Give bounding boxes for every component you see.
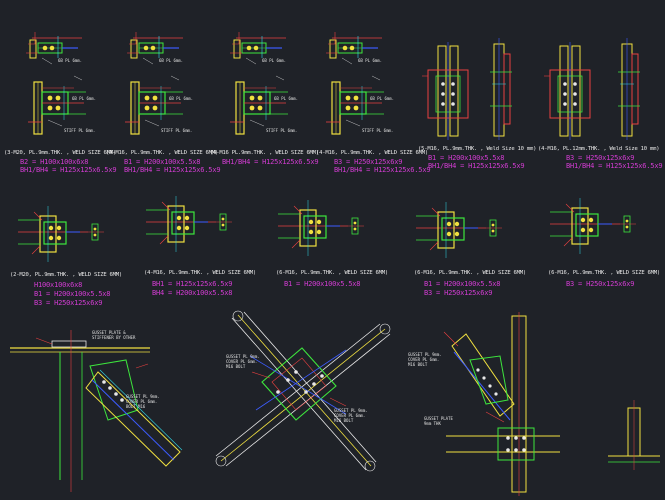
row1-detail-1 [25, 31, 87, 135]
row1-4-mid-note: 6B PL 6mm. [370, 96, 395, 101]
row3-left-top-note: GUSSET PLATE & STIFFENER BY OTHER [92, 330, 136, 340]
row2-detail-1 [17, 205, 105, 263]
row2-1-spec3: B3 = H250x125x6x9 [34, 299, 103, 307]
row1-right-1-spec2: BH1/BH4 = H125x125x6.5x9 [428, 162, 525, 170]
row1-1-spec2: BH1/BH4 = H125x125x6.5x9 [20, 166, 117, 174]
row1-detail-4 [325, 31, 385, 135]
row3-x-left-note: GUSSET PL 9mm. COVER PL 6mm. M16 BOLT [226, 354, 260, 369]
row1-1-mid-note: 6B PL 6mm. [72, 96, 97, 101]
row2-4-spec1: B1 = H200x100x5.5x8 [424, 280, 501, 288]
row1-4-caption: (4-M16, PL.9mm.THK. , WELD SIZE 6MM) [316, 150, 429, 156]
row1-2-caption: (4-M16, PL.9mm.THK. , WELD SIZE 6MM) [106, 150, 219, 156]
row1-right-1-caption: (5-M16, PL.9mm.THK. , Weld Size 10 mm) [418, 146, 537, 152]
row1-3-spec1: BH1/BH4 = H125x125x6.5x9 [222, 158, 319, 166]
row1-2-mid-note: 6B PL 6mm. [169, 96, 194, 101]
row2-1-caption: (2-M20, PL.9mm.THK. , WELD SIZE 6MM) [10, 272, 123, 278]
row2-4-spec2: B3 = H250x125x6x9 [424, 289, 493, 297]
row1-4-spec1: B3 = H250x125x6x9 [334, 158, 403, 166]
row1-splice-1 [421, 37, 513, 141]
row1-4-spec2: BH1/BH4 = H125x125x6.5x9 [334, 166, 431, 174]
row2-3-caption: (6-M16, PL.9mm.THK. , WELD SIZE 6MM) [276, 270, 389, 276]
row1-1-side-note: STIFF PL 6mm. [64, 128, 96, 133]
row1-3-caption: (4-M16 PL.9mm.THK. , WELD SIZE 6MM) [210, 150, 319, 156]
row2-2-spec2: BH4 = H200x100x5.5x8 [152, 289, 233, 297]
row1-detail-2 [124, 31, 184, 135]
row1-3-mid-note: 6B PL 6mm. [274, 96, 299, 101]
row2-5-spec1: B3 = H250x125x6x9 [566, 280, 635, 288]
row1-3-side-note: STIFF PL 6mm. [266, 128, 298, 133]
row2-detail-5 [549, 197, 637, 255]
row2-detail-2 [145, 195, 233, 253]
row1-2-top-note: 6B PL 6mm. [159, 58, 184, 63]
row3-base-detail [608, 400, 660, 470]
row1-2-spec2: BH1/BH4 = H125x125x6.5x9 [124, 166, 221, 174]
row1-detail-3 [229, 31, 289, 135]
row2-2-caption: (4-M16, PL.9mm.THK. , WELD SIZE 6MM) [144, 270, 257, 276]
row3-left-side-note: GUSSET PL 9mm. COVER PL 6mm. BOLT M16 [126, 394, 160, 409]
row2-detail-4 [415, 201, 503, 259]
row2-detail-3 [277, 199, 365, 257]
row2-4-caption: (6-M16, PL.9mm.THK. , WELD SIZE 6MM) [414, 270, 527, 276]
row1-1-caption: (3-M20, PL.9mm.THK. , WELD SIZE 6MM) [4, 150, 117, 156]
row1-right-2-spec2: BH1/BH4 = H125x125x6.5x9 [566, 162, 663, 170]
row3-x-right-note: GUSSET PL 9mm. COVER PL 6mm. M16 BOLT [334, 408, 368, 423]
row3-brace-detail-left [10, 330, 183, 492]
row2-1-spec2: B1 = H200x100x5.5x8 [34, 290, 111, 298]
row1-2-spec1: B1 = H200x100x5.5x8 [124, 158, 201, 166]
row3-right-side-note: GUSSET PLATE 9mm THK [424, 416, 453, 426]
row3-right-top-note: GUSSET PL 9mm. COVER PL 6mm. M16 BOLT [408, 352, 442, 367]
row2-1-spec1: H100x100x6x8 [34, 281, 83, 289]
row2-3-spec1: B1 = H200x100x5.5x8 [284, 280, 361, 288]
row1-2-side-note: STIFF PL 6mm. [161, 128, 193, 133]
row1-4-side-note: STIFF PL 6mm. [362, 128, 394, 133]
row1-right-2-caption: (4-M16, PL.12mm.THK. , Weld Size 10 mm) [538, 146, 660, 152]
row1-splice-2 [543, 37, 641, 141]
row2-5-caption: (6-M16, PL.9mm.THK. , WELD SIZE 6MM) [548, 270, 661, 276]
row1-1-spec1: B2 = H100x100x6x8 [20, 158, 89, 166]
row3-column-brace-detail [443, 312, 560, 496]
row1-3-top-note: 6B PL 6mm. [262, 58, 287, 63]
row2-2-spec1: BH1 = H125x125x6.5x9 [152, 280, 233, 288]
row3-x-bracing [215, 310, 391, 472]
row1-1-top-note: 6B PL 6mm. [58, 58, 83, 63]
row1-4-top-note: 6B PL 6mm. [358, 58, 383, 63]
row1-right-2-spec1: B3 = H250x125x6x9 [566, 154, 635, 162]
row1-right-1-spec1: B1 = H200x100x5.5x8 [428, 154, 505, 162]
